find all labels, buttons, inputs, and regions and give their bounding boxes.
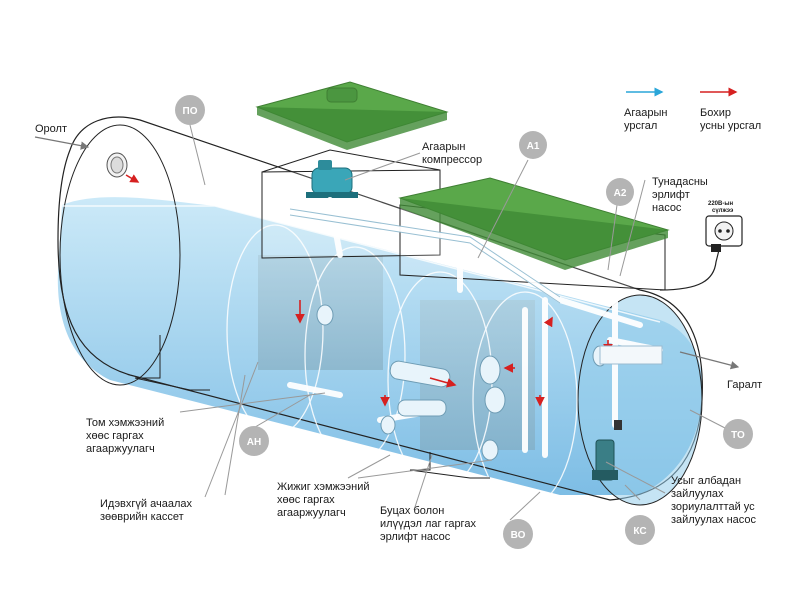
label-return-airlift-1: Буцах болон xyxy=(380,505,444,517)
label-aerator-large-3: агааржуулагч xyxy=(86,443,155,455)
badge-po: ПО xyxy=(175,95,205,125)
label-aerator-small-1: Жижиг хэмжээний xyxy=(277,481,370,493)
label-socket-2: сүлжээ xyxy=(712,208,734,214)
outlet-pipe xyxy=(592,345,740,370)
supports xyxy=(134,335,490,479)
label-airlift-sediment-2: эрлифт xyxy=(652,189,690,201)
drain-pump xyxy=(592,420,622,481)
leader-lines xyxy=(179,124,726,521)
water-surface-line xyxy=(62,205,661,323)
svg-text:ТО: ТО xyxy=(731,430,745,441)
label-airlift-sediment-3: насос xyxy=(652,202,682,214)
aerators xyxy=(316,304,506,461)
compartments xyxy=(226,224,578,509)
manhole-right xyxy=(398,177,670,291)
label-drain-pump-4: зайлуулах насос xyxy=(671,514,757,526)
legend-air-line2: урсгал xyxy=(624,120,657,132)
label-inlet: Оролт xyxy=(35,123,67,135)
tank-left-end xyxy=(59,124,181,386)
inlet-pipe xyxy=(106,152,140,183)
partition-2 xyxy=(304,246,406,464)
badge-ks: КС xyxy=(625,515,655,545)
labels: Оролт Гаралт Агаарын компрессор Тунадасн… xyxy=(35,123,762,543)
svg-text:КС: КС xyxy=(633,526,646,537)
label-return-airlift-3: эрлифт насос xyxy=(380,531,451,543)
flow-arrows xyxy=(295,300,613,407)
label-cassette-1: Идэвхгүй ачаалах xyxy=(100,498,192,510)
badge-to: ТО xyxy=(723,419,753,449)
label-drain-pump-3: зориулалттай ус xyxy=(671,501,755,513)
svg-text:А1: А1 xyxy=(527,141,540,152)
label-aerator-large-2: хөөс гаргах xyxy=(86,430,144,442)
label-cassette-2: зөөврийн кассет xyxy=(100,511,184,523)
water-arrow-2 xyxy=(429,377,457,388)
badge-an: АН xyxy=(239,426,269,456)
partition-1 xyxy=(226,224,324,436)
legend-waste-line1: Бохир xyxy=(700,107,731,119)
power-socket xyxy=(659,215,743,291)
label-aerator-large-1: Том хэмжээний xyxy=(86,417,164,429)
badge-vo: ВО xyxy=(503,519,533,549)
partition-4 xyxy=(472,291,578,509)
legend-waste-line2: усны урсгал xyxy=(700,120,761,132)
label-airlift-sediment-1: Тунадасны xyxy=(652,176,708,188)
badge-a1: А1 xyxy=(519,131,547,159)
badges: ПО А1 А2 АН ВО КС ТО xyxy=(175,95,753,549)
label-outlet: Гаралт xyxy=(727,379,762,391)
inlet-arrow xyxy=(34,136,90,150)
compressor xyxy=(306,160,358,198)
label-aerator-small-2: хөөс гаргах xyxy=(277,494,335,506)
svg-text:ВО: ВО xyxy=(511,530,526,541)
water-arrow-6 xyxy=(543,316,553,328)
label-drain-pump-1: Усыг албадан xyxy=(671,475,741,487)
legend: Агаарын урсгал Бохир усны урсгал xyxy=(624,87,761,132)
badge-a2: А2 xyxy=(606,178,634,206)
svg-text:А2: А2 xyxy=(614,188,627,199)
label-return-airlift-2: илүүдэл лаг гаргах xyxy=(380,518,476,530)
label-compressor-2: компрессор xyxy=(422,154,482,166)
air-pipe-outlines xyxy=(289,208,561,304)
label-compressor-1: Агаарын xyxy=(422,141,465,153)
label-socket-1: 220В-ын xyxy=(708,201,733,207)
label-drain-pump-2: зайлуулах xyxy=(671,488,724,500)
label-aerator-small-3: агааржуулагч xyxy=(277,507,346,519)
legend-air-line1: Агаарын xyxy=(624,107,667,119)
svg-text:ПО: ПО xyxy=(183,106,198,117)
svg-text:АН: АН xyxy=(247,437,261,448)
